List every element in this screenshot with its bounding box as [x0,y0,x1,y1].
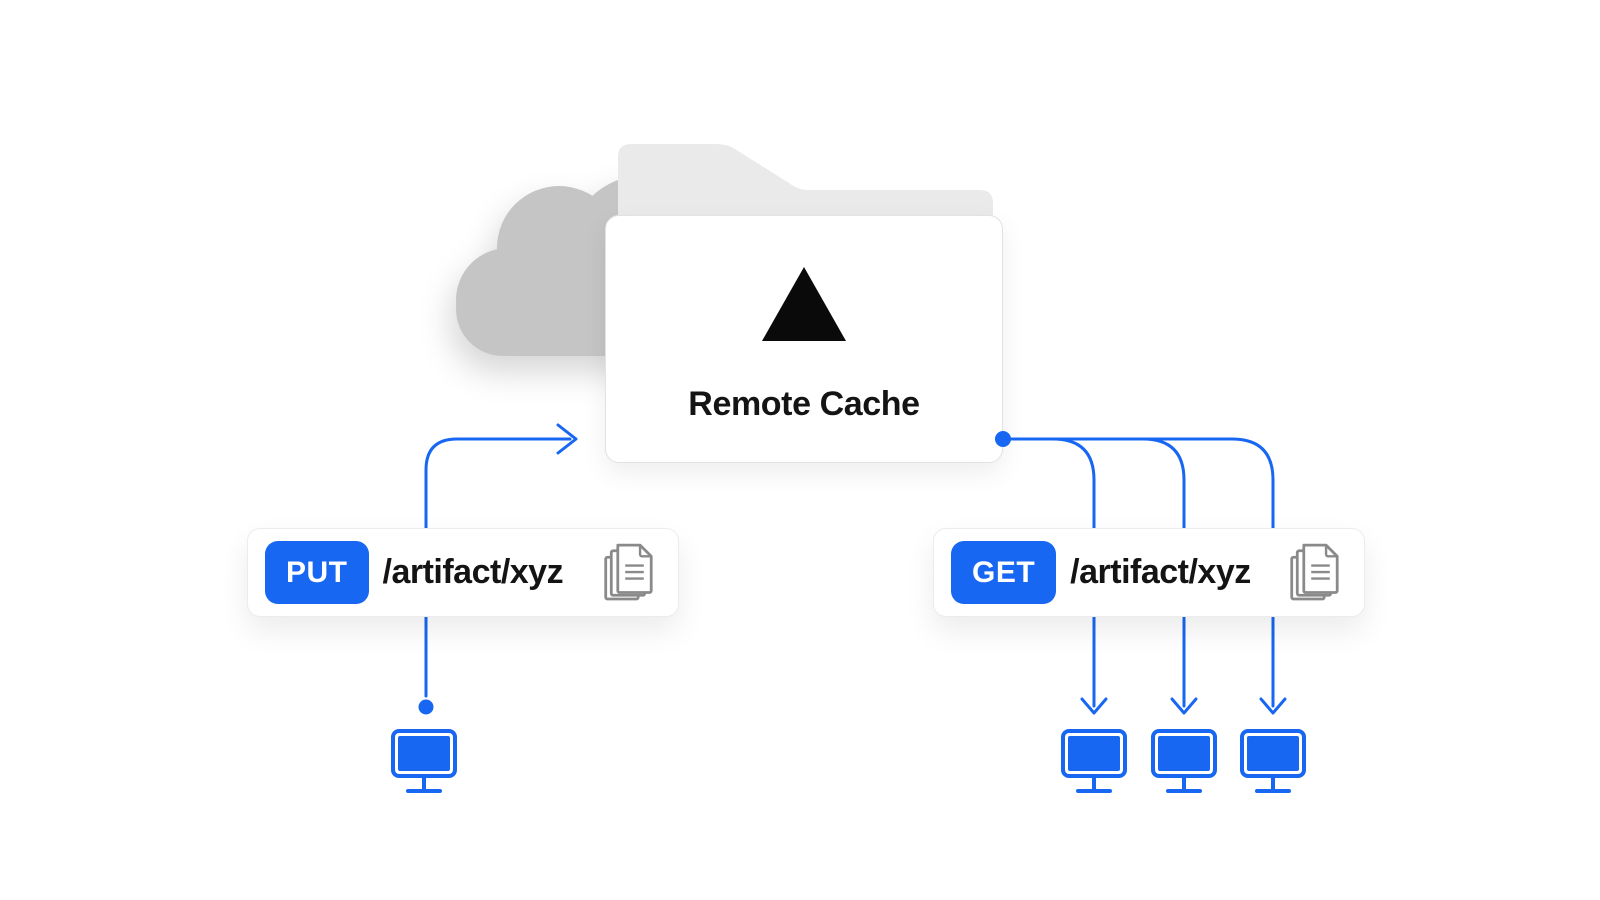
put-client-monitor-icon [391,729,457,793]
put-method-badge: PUT [265,541,369,604]
get-client-monitor-icon-2 [1151,729,1217,793]
remote-cache-card: Remote Cache [605,215,1003,463]
get-request-pill: GET /artifact/xyz [933,528,1365,617]
get-method-badge: GET [951,541,1057,604]
put-request-pill: PUT /artifact/xyz [247,528,679,617]
get-request-path: /artifact/xyz [1070,553,1251,591]
artifact-files-icon [1290,543,1339,600]
remote-cache-title: Remote Cache [688,385,920,423]
get-client-monitor-icon-3 [1240,729,1306,793]
get-client-monitor-icon-1 [1061,729,1127,793]
vercel-triangle-icon [762,267,846,341]
put-request-path: /artifact/xyz [382,553,564,591]
artifact-files-icon [604,543,653,600]
